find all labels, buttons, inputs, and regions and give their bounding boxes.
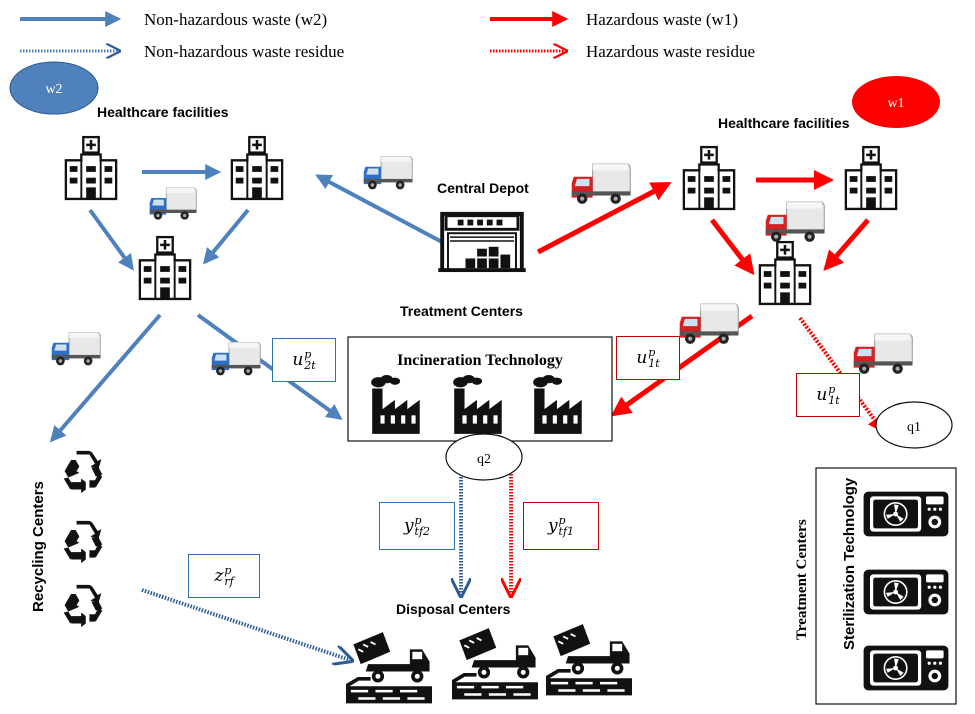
treatment-centers-vertical-title: Treatment Centers xyxy=(794,519,810,640)
truck-icon xyxy=(363,155,413,190)
sterilizer-icon xyxy=(862,568,950,616)
flow-blue-6 xyxy=(196,313,343,420)
hospital-icon xyxy=(682,145,736,211)
hospital-icon xyxy=(230,135,284,201)
flow-red-3 xyxy=(710,218,755,276)
sterilizer-icon xyxy=(862,644,950,692)
legend-nonhaz-residue-label: Non-hazardous waste residue xyxy=(144,42,344,61)
q2-label: q2 xyxy=(477,452,491,467)
flow-blue-3 xyxy=(202,208,250,265)
residue-recycling-disposal xyxy=(141,588,350,660)
truck-icon xyxy=(679,303,739,345)
truck-icon xyxy=(211,341,261,376)
flow-blue-5 xyxy=(49,313,162,443)
hospital-icon xyxy=(138,235,192,301)
flow-red-4 xyxy=(823,218,870,272)
flow-red-sterilization xyxy=(798,316,884,433)
q1-node xyxy=(875,401,953,449)
recycle-icon xyxy=(63,450,103,494)
q1-label: q1 xyxy=(907,420,921,435)
legend-haz-residue-label: Hazardous waste residue xyxy=(586,42,755,61)
flow-blue-4 xyxy=(315,174,443,244)
w1-node xyxy=(852,76,940,128)
truck-icon xyxy=(571,163,631,205)
hospital-icon xyxy=(758,240,812,306)
w1-label: w1 xyxy=(887,96,904,111)
treatment-centers-title: Treatment Centers xyxy=(400,303,523,319)
depot-icon xyxy=(438,211,526,274)
w2-node xyxy=(9,61,99,115)
legend-nonhaz-label: Non-hazardous waste (w2) xyxy=(144,10,327,29)
recycling-centers-title: Recycling Centers xyxy=(30,481,47,612)
dump-truck-icon xyxy=(452,628,538,702)
legend-haz-label: Hazardous waste (w1) xyxy=(586,10,738,29)
w2-label: w2 xyxy=(45,82,62,97)
dump-truck-icon xyxy=(546,624,632,698)
truck-icon xyxy=(51,331,101,366)
nonhaz-flows xyxy=(49,164,443,443)
disposal-centers-title: Disposal Centers xyxy=(396,601,511,617)
q2-node xyxy=(445,433,523,481)
haz-flows xyxy=(536,170,870,417)
truck-icon xyxy=(853,333,913,375)
hospital-icon xyxy=(64,135,118,201)
healthcare-right-title: Healthcare facilities xyxy=(718,115,850,131)
truck-icon xyxy=(149,187,197,221)
dump-truck-icon xyxy=(346,632,432,706)
sterilization-title: Sterilization Technology xyxy=(841,477,858,650)
flow-red-1 xyxy=(536,181,672,255)
sterilizer-icon xyxy=(862,490,950,538)
healthcare-left-title: Healthcare facilities xyxy=(97,104,229,120)
incineration-title: Incineration Technology xyxy=(397,352,563,369)
recycle-icon xyxy=(63,584,103,628)
flow-blue-2 xyxy=(88,208,134,271)
hospital-icon xyxy=(844,145,898,211)
central-depot-title: Central Depot xyxy=(437,180,529,196)
truck-icon xyxy=(765,201,825,243)
recycle-icon xyxy=(63,520,103,564)
